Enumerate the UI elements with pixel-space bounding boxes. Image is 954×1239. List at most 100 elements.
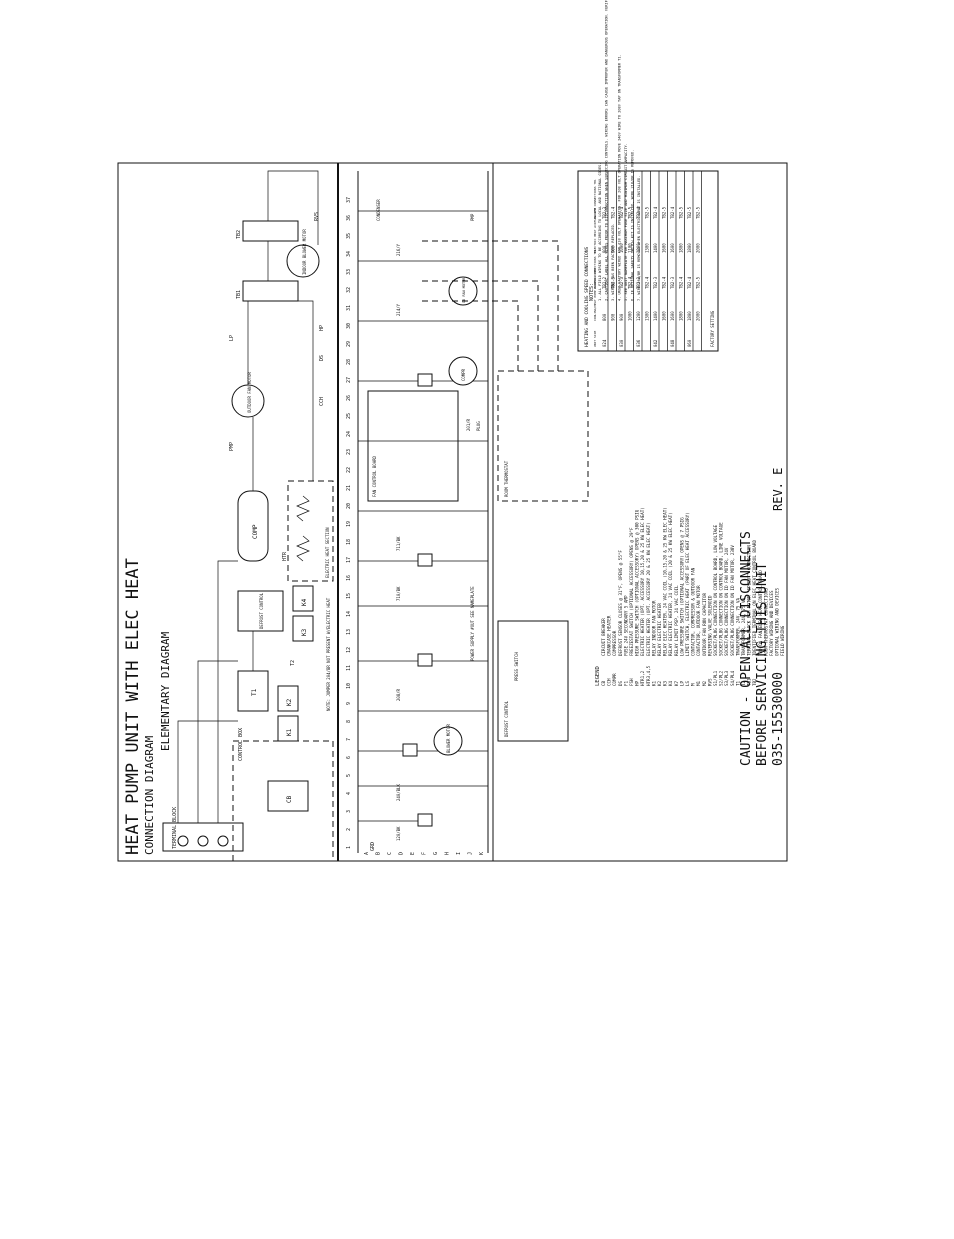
heater-element-htr2	[296, 495, 310, 522]
legend-desc: COMPRESSOR	[612, 630, 617, 656]
table-cell: TB2-4	[670, 206, 675, 219]
row-num-18: 18	[346, 539, 352, 545]
table-cell: 900	[611, 313, 616, 321]
table-cell: 042	[653, 339, 658, 347]
column-letter: A	[364, 852, 370, 855]
tb1-label: TB1	[236, 290, 242, 299]
wire-label-214y: 214/Y	[396, 303, 401, 316]
press-switch-label: PRESS SWITCH	[514, 652, 519, 681]
component-label: PMP	[229, 442, 235, 451]
table-cell: 2000	[696, 243, 701, 253]
table-cell: TB2-5	[679, 206, 684, 219]
note-item: 7. WIRE 204/BR IS REMOVED WHEN ELECTRIC …	[637, 176, 641, 302]
heater-element-htr1	[296, 535, 310, 562]
power-supply-label: POWER SUPPLY #OUT SEE NAMEPLATE	[470, 586, 475, 661]
room-thermostat-box	[497, 370, 589, 502]
table-header: BLOWER CONNECTIONS TB1	[593, 249, 597, 289]
legend-desc: TRANSFORMER, 24V, 75 VA	[741, 598, 746, 656]
legend-desc: HIGH PRESSURE SWITCH (OPTIONAL ACCESSORY…	[635, 509, 640, 656]
contact-k7	[417, 553, 433, 567]
table-cell: 800	[602, 313, 607, 321]
indoor-blower-motor	[286, 244, 320, 278]
legend-desc: ELECTRIC HEATER (OPT. ACCESSORY 10,15,20…	[640, 507, 645, 656]
legend-desc: SOCKET/PLUG CONNECTION ON ID FAN MOTOR, …	[724, 547, 729, 656]
terminal-strip-tb2	[242, 220, 299, 242]
table-cell: TB2-3	[619, 276, 624, 289]
legend-code: CB	[601, 680, 606, 686]
terminal-block-label: TERMINAL BLOCK	[172, 807, 178, 849]
circuit-breaker	[267, 780, 309, 812]
caution-rev: REV. E	[771, 468, 785, 511]
legend-desc: OPTIONAL WIRING AND DEVICES	[775, 587, 780, 656]
legend-code: K3	[663, 680, 668, 686]
table-cell: TB2-4	[679, 276, 684, 289]
t1-label: T1	[251, 688, 258, 696]
legend-code: S1/PL1	[713, 670, 718, 686]
row-num-5: 5	[346, 774, 352, 777]
row-num-30: 30	[346, 323, 352, 329]
k2-label: K2	[286, 698, 293, 706]
table-cell: TB2-5	[696, 206, 701, 219]
elem-defrost-control-label: DEFROST CONTROL	[504, 700, 509, 737]
legend-code: K2	[657, 680, 662, 686]
caution-line-2: BEFORE SERVICING THIS UNIT	[755, 562, 770, 766]
column-letter: F	[422, 852, 428, 855]
legend-code: M1	[696, 680, 701, 686]
table-cell: 1300	[645, 243, 650, 253]
column-letter: E	[410, 852, 416, 855]
row-num-29: 29	[346, 341, 352, 347]
fan-control-board-label: FAN CONTROL BOARD	[372, 455, 377, 497]
column-letter: I	[456, 852, 462, 855]
table-cell: 1300	[645, 311, 650, 321]
tb-terminal-gnd	[217, 835, 229, 847]
row-num-14: 14	[346, 611, 352, 617]
legend-desc: CONTACTOR, OUTDOOR FAN MOTOR	[696, 585, 701, 656]
legend-code: S3/PL3	[724, 670, 729, 686]
note-item: 5. SEE UNIT NAMEPLATE FOR MAXIMUM FUSE S…	[624, 143, 628, 301]
table-cell: 2000	[696, 311, 701, 321]
elementary-diagram-heading: ELEMENTARY DIAGRAM	[159, 631, 172, 751]
table-cell: 1800	[687, 243, 692, 253]
row-num-31: 31	[346, 305, 352, 311]
legend-desc: IDENTIFIED TERMINAL ON ELEC HEAT CONTROL…	[752, 540, 757, 656]
thermostat-run-3	[418, 240, 559, 371]
cb-label: CB	[286, 795, 293, 803]
table-cell: TB2-4	[611, 206, 616, 219]
table-cell: TB2-4	[628, 276, 633, 289]
legend-code: T1	[735, 680, 740, 686]
wire-label-120bk: 120/BK	[396, 826, 401, 841]
electric-heat-section-label: ELECTRIC HEAT SECTION	[325, 527, 330, 578]
caution-block: CAUTION - OPEN ALL DISCONNECTS BEFORE SE…	[739, 468, 786, 766]
table-cell: 1200	[636, 311, 641, 321]
legend-desc: RELAY ELEC HEATER, 24 VAC COIL (10,15,20…	[663, 507, 668, 656]
compressor-label: COMP	[252, 524, 259, 539]
wire-label-216y: 216/Y	[396, 243, 401, 256]
row-num-3: 3	[346, 810, 352, 813]
row-num-7: 7	[346, 738, 352, 741]
row-num-8: 8	[346, 720, 352, 723]
table-cell: 1600	[662, 311, 667, 321]
wire-label-201r: 201/R	[466, 418, 471, 431]
note-item: 6. IF OPTIONAL SAFETY SWITCH KIT IS INST…	[631, 150, 635, 301]
row-num-6: 6	[346, 756, 352, 759]
row-index-strip: 1 2 3 4 5 6 7 8 9 10 11 12 13 14 15 16 1…	[346, 197, 352, 849]
thermostat-run-1	[418, 300, 519, 371]
column-letter: D	[399, 852, 405, 855]
table-cell: TB2-3	[653, 276, 658, 289]
row-num-17: 17	[346, 557, 352, 563]
relay-k4	[292, 585, 314, 612]
legend-desc: FACTORY WIRING AND DEVICES	[769, 590, 774, 656]
legend-desc: DEFROST SENSOR CLOSES @ 31°F, OPENS @ 55…	[618, 550, 623, 656]
speed-connection-table: HEATING AND COOLING SPEED CONNECTIONS UN…	[577, 170, 719, 352]
wire-label-208r: 208/R	[396, 688, 401, 701]
elem-compressor	[448, 356, 478, 386]
note-item: 1. ALL FIELD WIRING TO BE ACCORDING TO L…	[598, 163, 602, 301]
legend-desc: SOCKET/PLUG CONNECTION ON ID FAN MOTOR, …	[730, 545, 735, 656]
legend-code: M2	[702, 680, 707, 686]
table-cell: TB2-3	[670, 276, 675, 289]
legend-desc: FIELD WIRING	[780, 625, 785, 656]
elem-blower-motor-label: BLOWER MOTOR	[446, 724, 451, 753]
k4-label: K4	[301, 598, 308, 606]
